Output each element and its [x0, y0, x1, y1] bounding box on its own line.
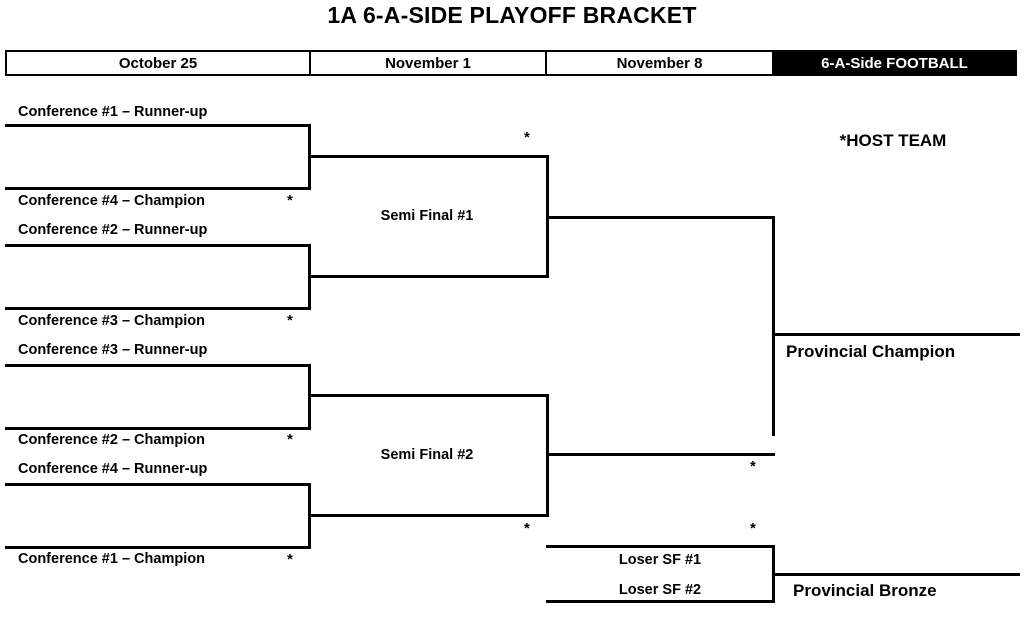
legend-host-team: *HOST TEAM: [839, 131, 947, 150]
bracket-line-r1-m3-top: [5, 364, 311, 367]
host-marker-sf1: *: [524, 129, 530, 146]
header-cell-date-2: November 1: [311, 52, 547, 74]
result-label-bronze: Provincial Bronze: [793, 581, 937, 600]
bracket-line-r1-m4-top: [5, 483, 311, 486]
seed-label-r1-m4-top: Conference #4 – Runner-up: [18, 461, 208, 477]
seed-label-r1-m1-top: Conference #1 – Runner-up: [18, 104, 208, 120]
seed-label-r1-m2-top: Conference #2 – Runner-up: [18, 222, 208, 238]
bracket-line-sf2-bottom: [308, 514, 549, 517]
round-label-sf1: Semi Final #1: [380, 208, 474, 224]
bracket-line-sf1-top: [308, 155, 549, 158]
bracket-line-sf1-bottom: [308, 275, 549, 278]
host-marker-bronze: *: [750, 520, 756, 537]
bracket-connector-r1-m3: [308, 364, 311, 430]
bracket-line-r1-m3-bottom: [5, 427, 311, 430]
host-marker-final: *: [750, 458, 756, 475]
host-marker-r1-m2: *: [287, 312, 293, 329]
bracket-line-r1-m4-bottom: [5, 546, 311, 549]
host-marker-sf2: *: [524, 520, 530, 537]
bronze-entry-1: Loser SF #1: [618, 552, 702, 568]
seed-label-r1-m4-bottom: Conference #1 – Champion: [18, 551, 205, 567]
bracket-line-sf2-top: [308, 394, 549, 397]
bracket-line-bronze-top: [546, 545, 775, 548]
host-marker-r1-m4: *: [287, 551, 293, 568]
bronze-entry-2: Loser SF #2: [618, 582, 702, 598]
bracket-connector-final: [772, 216, 775, 436]
bracket-line-final-top: [546, 216, 775, 219]
round-label-sf2: Semi Final #2: [380, 447, 474, 463]
bracket-line-bronze-result: [772, 573, 1020, 576]
page-title: 1A 6-A-SIDE PLAYOFF BRACKET: [327, 2, 697, 28]
bracket-line-r1-m1-top: [5, 124, 311, 127]
seed-label-r1-m3-top: Conference #3 – Runner-up: [18, 342, 208, 358]
bracket-line-champion: [772, 333, 1020, 336]
bracket-line-r1-m2-top: [5, 244, 311, 247]
seed-label-r1-m1-bottom: Conference #4 – Champion: [18, 193, 205, 209]
bracket-line-r1-m1-bottom: [5, 187, 311, 190]
header-cell-date-3: November 8: [547, 52, 774, 74]
host-marker-r1-m3: *: [287, 431, 293, 448]
bracket-line-bronze-bottom: [546, 600, 775, 603]
result-label-champion: Provincial Champion: [786, 342, 956, 361]
header-cell-date-1: October 25: [7, 52, 311, 74]
host-marker-r1-m1: *: [287, 192, 293, 209]
seed-label-r1-m2-bottom: Conference #3 – Champion: [18, 313, 205, 329]
round-header-row: October 25 November 1 November 8 6-A-Sid…: [5, 50, 1017, 76]
seed-label-r1-m3-bottom: Conference #2 – Champion: [18, 432, 205, 448]
header-cell-sport: 6-A-Side FOOTBALL: [774, 52, 1015, 74]
bracket-line-final-bottom: [546, 453, 775, 456]
bracket-line-r1-m2-bottom: [5, 307, 311, 310]
